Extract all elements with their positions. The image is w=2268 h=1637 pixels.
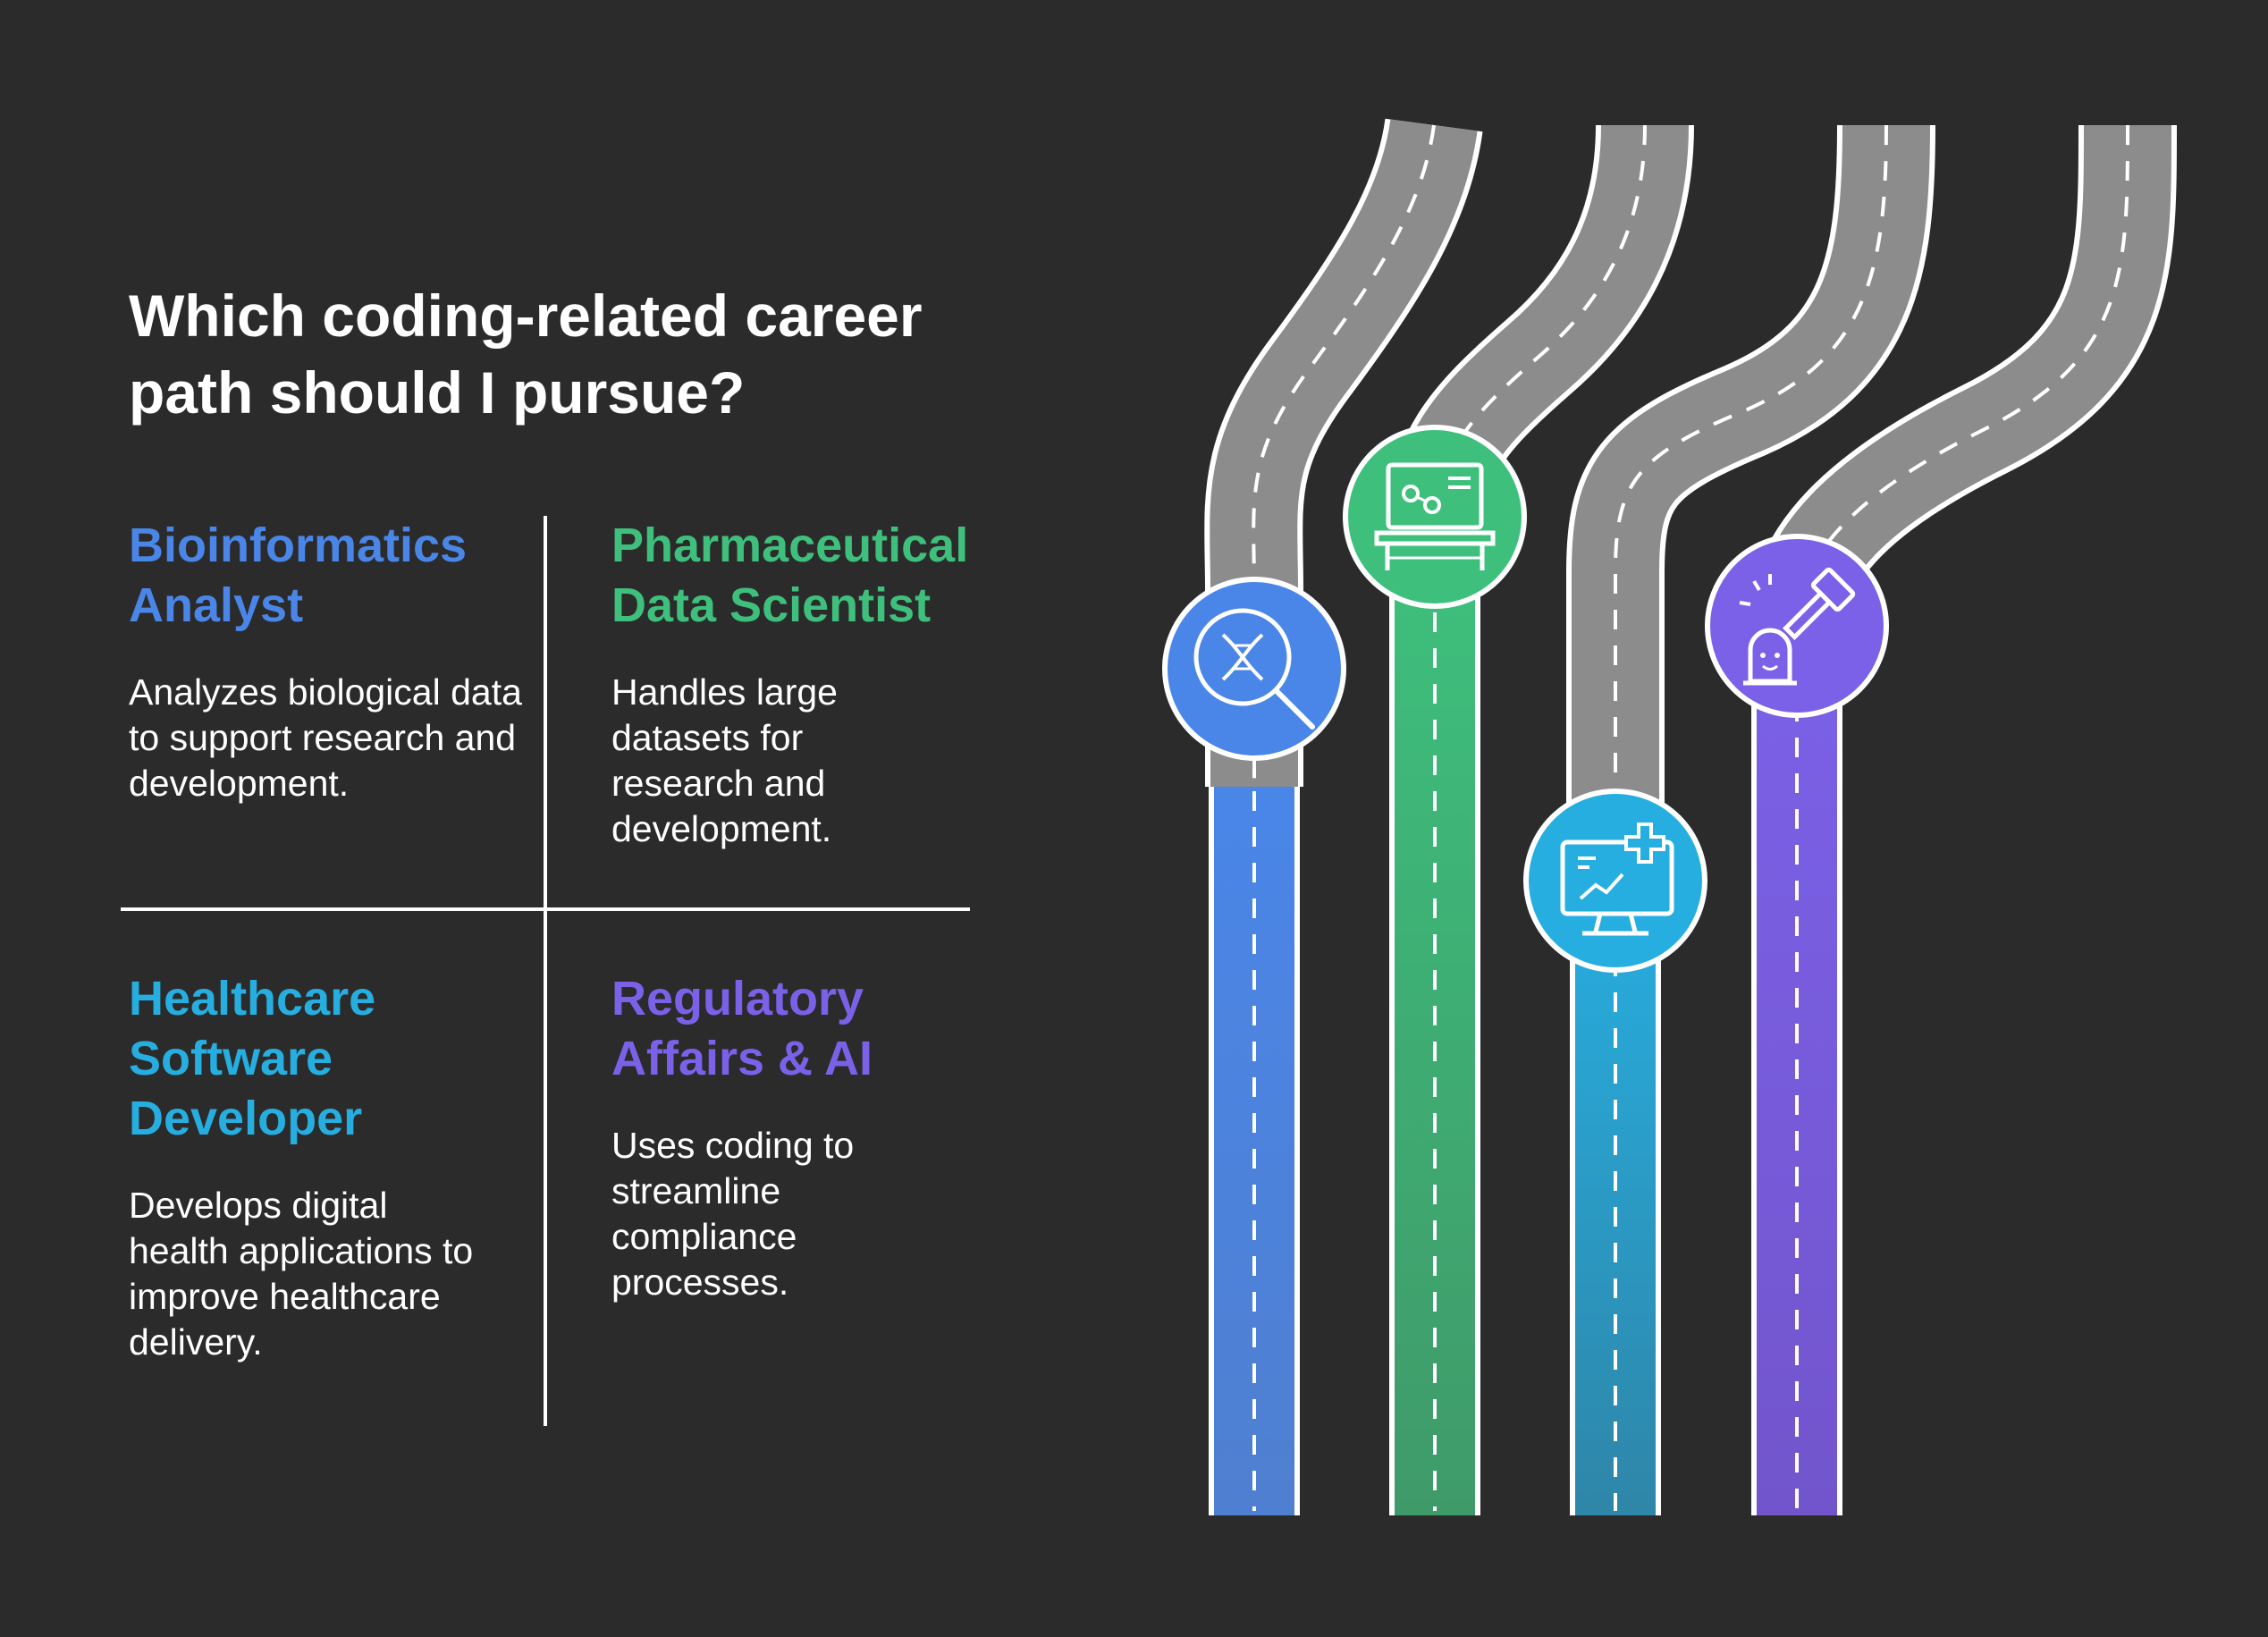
career-healthcare-software-developer: Healthcare Software Developer Develops d… xyxy=(129,969,522,1365)
career-title: Healthcare Software Developer xyxy=(129,972,376,1145)
career-title: Bioinformatics Analyst xyxy=(129,519,468,632)
career-description: Handles large datasets for research and … xyxy=(611,671,838,849)
career-regulatory-affairs-ai: Regulatory Affairs & AI Uses coding to s… xyxy=(611,969,1005,1305)
career-bioinformatics-analyst: Bioinformatics Analyst Analyzes biologic… xyxy=(129,516,522,806)
lab-molecule-icon xyxy=(1343,425,1527,609)
career-description: Develops digital health applications to … xyxy=(129,1185,474,1363)
road-pharmaceutical xyxy=(1386,124,1694,1515)
career-description: Analyzes biological data to support rese… xyxy=(129,671,522,804)
career-title: Pharmaceutical Data Scientist xyxy=(611,519,969,632)
gavel-robot-icon xyxy=(1705,534,1889,718)
quadrant-divider-vertical xyxy=(544,516,547,1426)
road-bioinformatics xyxy=(1204,117,1483,1515)
medical-monitor-icon xyxy=(1523,789,1707,973)
road-healthcare-software xyxy=(1566,124,1935,1515)
dna-magnifier-icon xyxy=(1162,577,1346,761)
page-title: Which coding-related career path should … xyxy=(129,283,923,426)
quadrant-divider-horizontal xyxy=(121,907,970,911)
career-pharmaceutical-data-scientist: Pharmaceutical Data Scientist Handles la… xyxy=(611,516,987,852)
career-title: Regulatory Affairs & AI xyxy=(611,972,873,1085)
career-description: Uses coding to streamline compliance pro… xyxy=(611,1125,855,1303)
